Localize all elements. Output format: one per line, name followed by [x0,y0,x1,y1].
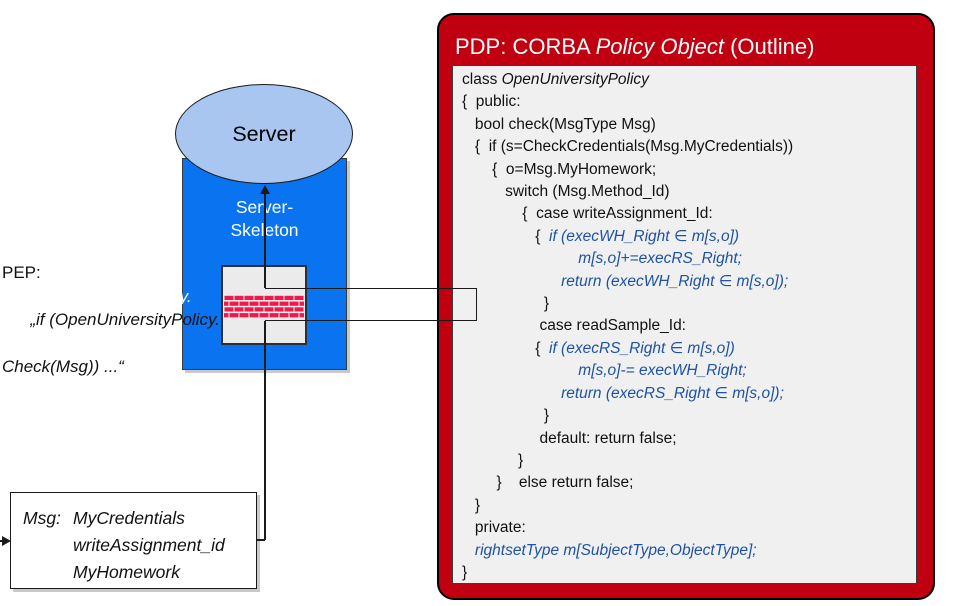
server-label: Server [232,121,296,146]
arrow-up-icon [260,185,270,194]
msg-flow-line-upper [264,193,266,288]
firewall-bricks-icon [224,295,304,318]
code-line: { case writeAssignment_Id: [462,205,713,223]
code-line: default: return false; [462,429,677,447]
code-line: m[s,o]-= execWH_Right; [578,362,747,380]
code-line: private: [462,519,526,537]
code-line: rightsetType m[SubjectType,ObjectType]; [474,541,757,559]
pep-pdp-connector-rect [265,288,477,321]
msg-field-credentials: MyCredentials [73,508,185,528]
code-line: return (execRS_Right ∈ m[s,o]); [561,384,784,402]
code-line: bool check(MsgType Msg) [462,115,656,133]
code-line: { if (execRS_Right ∈ m[s,o]) [462,339,735,357]
pdp-title: PDP: CORBA Policy Object (Outline) [455,34,815,59]
code-line: return (execWH_Right ∈ m[s,o]); [561,272,789,290]
msg-box-label: Msg: [23,508,61,528]
code-block: class OpenUniversityPolicy { public: bool… [462,69,916,583]
pdp-code-panel: class OpenUniversityPolicy { public: bool… [452,65,917,584]
msg-flow-line-bend [256,539,265,541]
code-line: } [462,563,468,581]
code-line: case readSample_Id: [462,317,687,335]
code-line: } else return false; [462,474,634,492]
pep-title: PEP: [2,263,41,282]
code-line: class OpenUniversityPolicy [462,71,649,88]
pep-label-block: PEP: „if (OpenUniversityPolicy.„if (Open… [2,261,220,379]
msg-field-homework: MyHomework [73,562,180,582]
code-line: } [462,496,481,514]
code-line: { if (execWH_Right ∈ m[s,o]) [462,227,740,245]
code-line: m[s,o]+=execRS_Right; [578,250,742,268]
msg-box-fields: MyCredentials writeAssignment_id MyHomew… [73,505,225,588]
code-line: { public: [462,93,521,111]
code-line: } [462,407,549,425]
code-line: switch (Msg.Method_Id) [462,183,670,201]
msg-field-method: writeAssignment_id [73,535,225,555]
pep-quote-line1-overlay: „if (OpenUniversityPolicy. [182,286,192,306]
msg-box: Msg: MyCredentials writeAssignment_id My… [10,492,257,589]
code-line: } [462,295,549,313]
msg-flow-line-lower [264,321,266,540]
code-line: { if (s=CheckCredentials(Msg.MyCredentia… [462,138,794,156]
server-ellipse: Server [175,84,353,184]
arrow-right-icon [2,536,11,546]
pep-quote-line2: Check(Msg)) ...“ [2,357,124,376]
pep-quote-line1: „if (OpenUniversityPolicy.„if (OpenUnive… [2,285,220,356]
code-line: } [462,451,524,469]
code-line: { o=Msg.MyHomework; [462,160,657,178]
